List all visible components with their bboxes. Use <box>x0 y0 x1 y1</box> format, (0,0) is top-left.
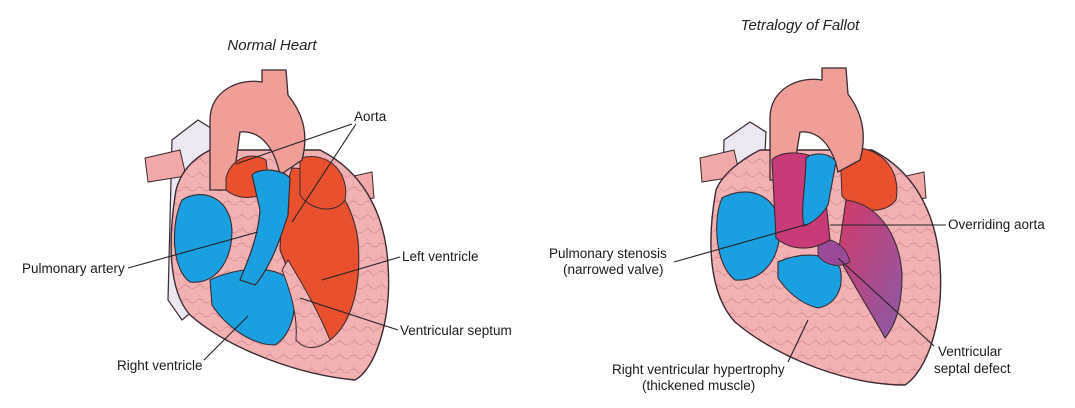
pulmonary-artery-vessel <box>239 169 291 286</box>
right-atrium <box>173 194 233 283</box>
tof-aorta-vessel <box>769 67 864 181</box>
label-left-ventricle: Left ventricle <box>402 249 479 264</box>
tetralogy-title: Tetralogy of Fallot <box>741 17 861 34</box>
normal-heart-panel: Normal Heart <box>144 37 390 381</box>
tetralogy-panel: Tetralogy of Fallot <box>699 17 942 386</box>
label-rvh-line2: (thickened muscle) <box>642 378 755 393</box>
label-rvh-line1: Right ventricular hypertrophy <box>612 362 785 377</box>
normal-heart-labels: Aorta Pulmonary artery Left ventricle Ve… <box>22 109 512 373</box>
left-atrium <box>299 156 347 210</box>
label-pulmonary-artery: Pulmonary artery <box>22 261 125 276</box>
label-vsd-line1: Ventricular <box>938 344 1002 359</box>
label-aorta: Aorta <box>354 109 387 124</box>
tof-septal-defect <box>817 238 851 266</box>
label-pulmonary-stenosis-sub: (narrowed valve) <box>563 262 664 277</box>
label-right-ventricle: Right ventricle <box>117 358 203 373</box>
label-ventricular-septum: Ventricular septum <box>400 323 512 338</box>
tof-right-atrium <box>716 191 781 281</box>
aorta-vessel <box>209 69 306 191</box>
label-overriding-aorta: Overriding aorta <box>948 217 1045 232</box>
normal-heart-title: Normal Heart <box>227 37 317 54</box>
left-pulmonary-veins <box>144 149 187 183</box>
label-vsd-line2: septal defect <box>934 361 1011 376</box>
tetralogy-labels: Overriding aorta Pulmonary stenosis (nar… <box>549 217 1045 393</box>
label-pulmonary-stenosis: Pulmonary stenosis <box>549 246 667 261</box>
ventricular-septum-wall <box>281 259 331 348</box>
tof-pulmonary-artery <box>802 153 837 227</box>
tof-right-ventricle <box>777 254 842 309</box>
